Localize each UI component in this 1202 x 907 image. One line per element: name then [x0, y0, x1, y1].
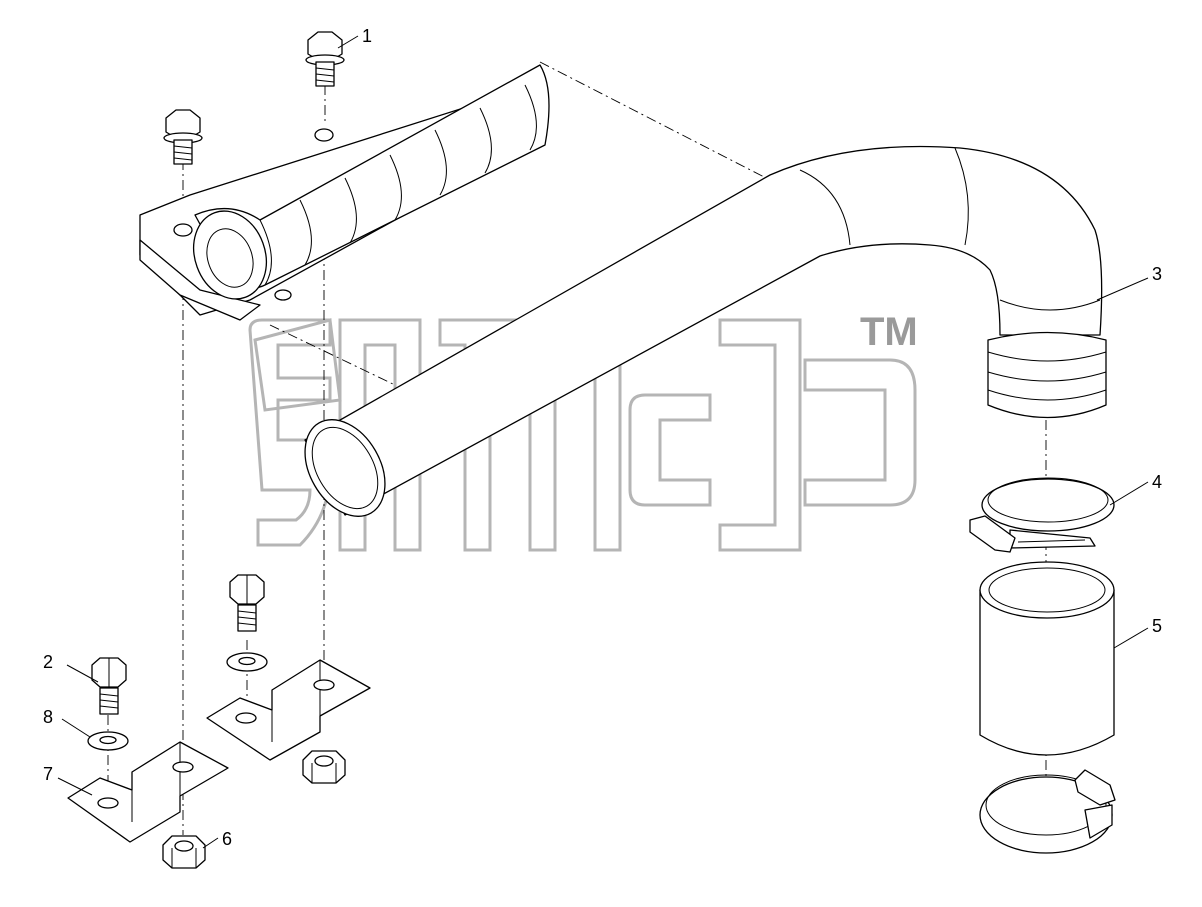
callout-8: 8 [43, 707, 53, 727]
callout-5: 5 [1152, 616, 1162, 636]
callout-6: 6 [222, 829, 232, 849]
rubber-sleeve [979, 561, 1115, 756]
watermark-trademark: TM [860, 310, 918, 354]
flange-bolt-upper [305, 31, 345, 87]
z-bracket-lower [67, 741, 229, 843]
hose-clamp-lower [979, 769, 1116, 854]
bent-pipe [304, 145, 1107, 517]
hex-nut-upper [302, 750, 346, 784]
callout-4: 4 [1152, 472, 1162, 492]
callout-1: 1 [362, 26, 372, 46]
callout-labels: 1 2 3 4 5 6 7 8 [43, 26, 1162, 849]
washer-upper [226, 652, 268, 672]
callout-2: 2 [43, 652, 53, 672]
ribbed-clamp-assembly [139, 64, 550, 321]
hex-bolt-upper [229, 574, 265, 632]
flange-bolt-left [163, 109, 203, 165]
z-bracket-upper [206, 659, 371, 761]
hose-clamp-upper [969, 477, 1115, 553]
callout-3: 3 [1152, 264, 1162, 284]
washer-lower [87, 731, 129, 751]
hex-nut-lower [162, 835, 206, 869]
leader-lines [57, 35, 1149, 849]
hex-bolt-lower [91, 657, 127, 715]
callout-7: 7 [43, 764, 53, 784]
